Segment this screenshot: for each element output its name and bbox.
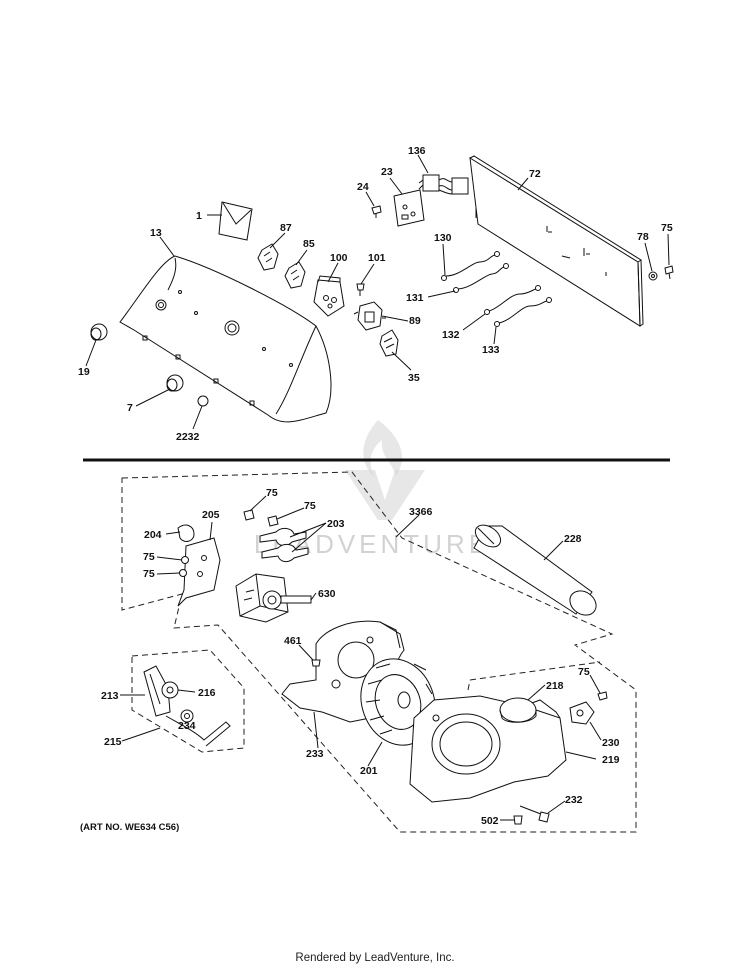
- label-100: 100: [330, 252, 348, 264]
- label-201: 201: [360, 765, 378, 777]
- part-1-manual: [218, 201, 253, 241]
- part-23-board: [393, 189, 425, 227]
- part-502-screw: [513, 815, 523, 825]
- part-215-spring: [165, 715, 231, 747]
- label-203: 203: [327, 518, 345, 530]
- part-630-motor: [235, 573, 312, 623]
- label-213: 213: [101, 690, 119, 702]
- label-132: 132: [442, 329, 460, 341]
- part-101-screw: [356, 283, 365, 296]
- label-133: 133: [482, 344, 500, 356]
- part-78-washer: [648, 271, 658, 281]
- label-75-top: 75: [661, 222, 673, 234]
- part-136-harness: [418, 174, 469, 195]
- part-2232-button: [197, 395, 209, 407]
- label-205: 205: [202, 509, 220, 521]
- label-234: 234: [178, 720, 196, 732]
- lower-leaders: [120, 495, 602, 821]
- part-232-rod: [519, 805, 550, 823]
- part-87-switch: [257, 243, 279, 271]
- part-13-control-panel: [119, 255, 332, 423]
- label-2232: 2232: [176, 431, 200, 443]
- part-75-screw-lower-b: [267, 515, 279, 527]
- label-218: 218: [546, 680, 564, 692]
- label-75-right: 75: [578, 666, 590, 678]
- label-13: 13: [150, 227, 162, 239]
- part-75-screw-top: [664, 265, 674, 280]
- label-630: 630: [318, 588, 336, 600]
- part-72-rear-panel: [469, 155, 644, 327]
- part-75-screw-bracket-a: [181, 556, 189, 564]
- label-136: 136: [408, 145, 426, 157]
- part-75-screw-bracket-b: [179, 569, 187, 577]
- part-35-switch: [379, 329, 399, 357]
- part-24-screw: [371, 205, 382, 218]
- part-133-wire: [494, 297, 552, 327]
- label-502: 502: [481, 815, 499, 827]
- label-130: 130: [434, 232, 452, 244]
- label-230: 230: [602, 737, 620, 749]
- label-78: 78: [637, 231, 649, 243]
- label-75-bracket-a: 75: [143, 551, 155, 563]
- part-100-timer: [313, 275, 345, 317]
- label-204: 204: [144, 529, 162, 541]
- label-1: 1: [196, 210, 202, 222]
- label-72: 72: [529, 168, 541, 180]
- part-205-bracket: [177, 537, 221, 607]
- label-101: 101: [368, 252, 386, 264]
- part-213-idler-arm: [143, 665, 171, 717]
- part-89-switch: [353, 301, 386, 331]
- label-24: 24: [357, 181, 369, 193]
- label-228: 228: [564, 533, 582, 545]
- label-215: 215: [104, 736, 122, 748]
- part-219-blower-front: [409, 695, 567, 803]
- label-232: 232: [565, 794, 583, 806]
- part-461-screw: [311, 659, 321, 672]
- part-132-wire: [484, 285, 541, 315]
- part-75-screw-lower-a: [243, 509, 255, 521]
- label-461: 461: [284, 635, 302, 647]
- art-number: (ART NO. WE634 C56): [80, 822, 179, 833]
- label-233: 233: [306, 748, 324, 760]
- part-131-wire: [453, 263, 509, 293]
- part-85-switch: [284, 261, 306, 289]
- upper-leaders: [85, 154, 670, 430]
- part-130-wire: [441, 251, 500, 281]
- part-218-cap: [499, 697, 537, 723]
- label-85: 85: [303, 238, 315, 250]
- label-19: 19: [78, 366, 90, 378]
- label-75-lower-b: 75: [304, 500, 316, 512]
- part-203-clamp-a: [259, 527, 307, 547]
- part-7-knob: [166, 374, 184, 392]
- part-75-screw-right: [597, 691, 608, 701]
- label-23: 23: [381, 166, 393, 178]
- label-35: 35: [408, 372, 420, 384]
- label-216: 216: [198, 687, 216, 699]
- part-230-thermostat: [569, 701, 595, 725]
- label-7: 7: [127, 402, 133, 414]
- part-19-knob: [90, 323, 108, 341]
- label-131: 131: [406, 292, 424, 304]
- part-228-duct: [473, 524, 597, 616]
- part-204-clip: [177, 524, 195, 542]
- label-75-bracket-b: 75: [143, 568, 155, 580]
- label-87: 87: [280, 222, 292, 234]
- label-219: 219: [602, 754, 620, 766]
- footer-credit: Rendered by LeadVenture, Inc.: [295, 952, 455, 964]
- callout-labels: 1 13 19 7 2232 87 85 100 101 89 35 24 23…: [78, 145, 673, 833]
- label-89: 89: [409, 315, 421, 327]
- part-216-pulley: [161, 681, 179, 699]
- label-75-lower-a: 75: [266, 487, 278, 499]
- label-3366: 3366: [409, 506, 433, 518]
- part-203-clamp-b: [261, 543, 309, 563]
